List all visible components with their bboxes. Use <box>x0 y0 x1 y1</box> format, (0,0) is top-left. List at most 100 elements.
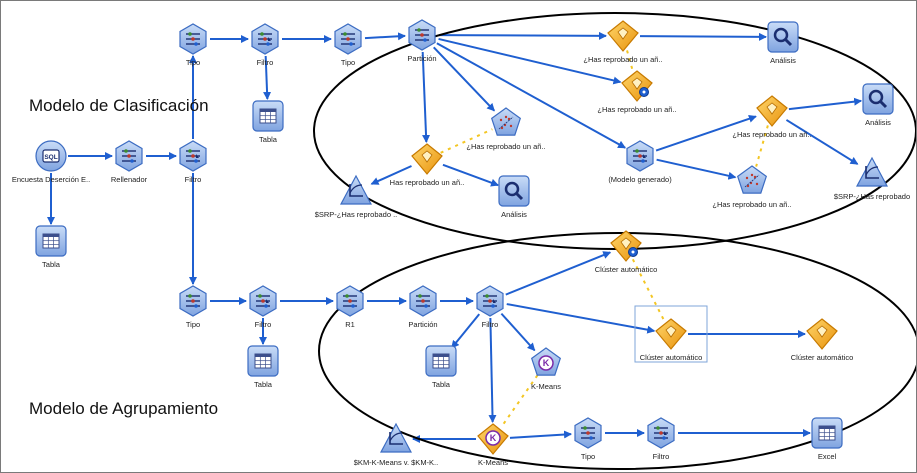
node-n-tabla-bot[interactable]: Tabla <box>247 345 279 389</box>
node-n-filtro-final[interactable]: Filtro <box>647 417 675 461</box>
node-n-modelo-gen[interactable]: (Modelo generado) <box>608 140 672 184</box>
section-ellipses <box>313 12 916 470</box>
flow-link-n_particion_top-n_modelo_gen[interactable] <box>436 42 627 149</box>
node-n-particion-top[interactable]: Partición <box>407 19 437 63</box>
node-n-tipo-bot[interactable]: Tipo <box>179 285 207 329</box>
flow-link-n_modelo_gen-n_pent_b[interactable] <box>656 158 737 180</box>
node-n-excel[interactable]: Excel <box>811 417 843 461</box>
flow-link-n_particion_top-n_nugget_a[interactable] <box>438 31 608 40</box>
node-n-tabla-src[interactable]: Tabla <box>35 225 67 269</box>
flow-link-n_filtro_bot2-n_cluster_top[interactable] <box>505 251 612 296</box>
node-label: Filtro <box>653 452 670 461</box>
type-icon <box>581 426 595 440</box>
flow-link-n_particion_top-n_pent_a[interactable] <box>433 46 495 112</box>
node-label: Filtro <box>482 320 499 329</box>
flow-link-n_nugget_c-n_analisis_c[interactable] <box>442 163 499 187</box>
node-n-r1[interactable]: R1 <box>336 285 364 329</box>
flow-link-n_filtro_bot2-n_cluster_mid[interactable] <box>506 303 656 334</box>
svg-text:K: K <box>490 433 497 443</box>
flow-link-n_nugget_d-n_srp_right[interactable] <box>785 119 859 165</box>
flow-link-n_nugget_c-n_srp_left[interactable] <box>370 165 412 185</box>
node-n-pent-b[interactable]: ¿Has reprobado un añ.. <box>712 165 792 209</box>
node-n-nugget-c[interactable]: Has reprobado un añ.. <box>390 143 465 187</box>
node-label: Análisis <box>501 210 527 219</box>
node-n-srp-left[interactable]: $SRP-¿Has reprobado .. <box>315 174 398 219</box>
node-n-kmeans-nugget[interactable]: KK-Means <box>477 423 509 467</box>
node-label: ¿Has reprobado un añ.. <box>732 130 811 139</box>
filter-icon <box>256 294 270 308</box>
node-label: Partición <box>408 320 437 329</box>
node-n-km-chart[interactable]: $KM-K-Means v. $KM-K.. <box>354 422 438 467</box>
node-label: $SRP-¿Has reprobado .. <box>315 210 398 219</box>
node-label: Tabla <box>432 380 451 389</box>
node-n-filtro-main[interactable]: Filtro <box>179 140 207 184</box>
flow-link-n_nugget_d-n_analisis_d[interactable] <box>788 97 863 111</box>
node-label: Clúster automático <box>640 353 703 362</box>
node-label: Análisis <box>770 56 796 65</box>
flow-link-n_filtro_bot2-n_kmeans_nugget[interactable] <box>488 317 497 424</box>
flow-link-n_filtro_bot2-n_tabla_bot2[interactable] <box>450 313 481 349</box>
node-label: Filtro <box>185 175 202 184</box>
node-n-analisis-d[interactable]: Análisis <box>862 83 894 127</box>
node-n-particion-bot[interactable]: Partición <box>408 285 438 329</box>
node-n-rellenador[interactable]: Rellenador <box>111 140 148 184</box>
flow-link-n_particion_top-n_nugget_c[interactable] <box>421 51 431 144</box>
flow-link-n_tipo_top2-n_particion_top[interactable] <box>364 32 407 41</box>
node-n-pent-a[interactable]: ¿Has reprobado un añ.. <box>466 107 546 151</box>
node-n-kmeans-pent[interactable]: KK-Means <box>531 347 561 391</box>
model-nugget-icon <box>766 102 778 115</box>
node-n-cluster-top[interactable]: Clúster automático <box>595 230 658 274</box>
scatter-model-icon <box>744 173 760 188</box>
model-link-n_nugget_c-n_pent_a <box>440 128 493 154</box>
pentagon-node-shape <box>490 107 522 136</box>
node-n-filtro-bot2[interactable]: Filtro <box>476 285 504 329</box>
flow-link-n_particion_top-n_nugget_b[interactable] <box>438 37 622 85</box>
flow-link-n_kmeans_nugget-n_tipo_final[interactable] <box>509 430 573 439</box>
filter-icon <box>258 32 272 46</box>
flow-link-n_filtro_top-n_tabla_top[interactable] <box>263 55 272 101</box>
excel-export-icon <box>818 425 836 441</box>
node-n-cluster-right[interactable]: Clúster automático <box>791 318 854 362</box>
node-label: Tabla <box>254 380 273 389</box>
node-n-nugget-a[interactable]: ¿Has reprobado un añ.. <box>583 20 663 64</box>
node-n-analisis-a[interactable]: Análisis <box>767 21 799 65</box>
node-label: R1 <box>345 320 355 329</box>
filter-icon <box>483 294 497 308</box>
square-node-shape <box>862 83 894 115</box>
node-n-filtro-bot[interactable]: Filtro <box>249 285 277 329</box>
flow-link-n_modelo_gen-n_nugget_d[interactable] <box>655 114 757 152</box>
node-n-tipo-final[interactable]: Tipo <box>574 417 602 461</box>
table-icon <box>254 353 272 369</box>
node-n-cluster-mid[interactable]: Clúster automático <box>634 305 708 363</box>
node-label: ¿Has reprobado un añ.. <box>712 200 791 209</box>
node-label: (Modelo generado) <box>608 175 672 184</box>
magnifier-icon <box>868 89 888 109</box>
node-n-tabla-bot2[interactable]: Tabla <box>425 345 457 389</box>
square-node-shape <box>498 175 530 207</box>
node-n-nugget-d[interactable]: ¿Has reprobado un añ.. <box>732 95 812 139</box>
node-label: $SRP-¿Has reprobado <box>834 192 910 201</box>
flow-link-n_nugget_a-n_analisis_a[interactable] <box>639 32 768 41</box>
triangle-node-shape <box>855 156 889 187</box>
node-n-tabla-top[interactable]: Tabla <box>252 100 284 144</box>
node-n-filtro-top[interactable]: Filtro <box>251 23 279 67</box>
node-label: Tipo <box>341 58 355 67</box>
model-link-n_nugget_a-n_nugget_b <box>626 50 634 72</box>
model-link-n_cluster_top-n_cluster_mid <box>631 258 666 322</box>
node-n-nugget-b[interactable]: ¿Has reprobado un añ.. <box>597 70 677 114</box>
evaluation-chart-icon <box>349 184 363 197</box>
flow-link-n_filtro_bot2-n_kmeans_pent[interactable] <box>500 312 536 352</box>
node-label: Tipo <box>186 320 200 329</box>
node-n-tipo-top[interactable]: Tipo <box>179 23 207 67</box>
partition-icon <box>416 294 430 308</box>
filter-icon <box>186 149 200 163</box>
node-n-srp-right[interactable]: $SRP-¿Has reprobado <box>834 156 910 201</box>
filter-icon <box>633 149 647 163</box>
node-n-analisis-c[interactable]: Análisis <box>498 175 530 219</box>
node-label: Tipo <box>581 452 595 461</box>
node-n-tipo-top2[interactable]: Tipo <box>334 23 362 67</box>
partition-icon <box>415 28 429 42</box>
